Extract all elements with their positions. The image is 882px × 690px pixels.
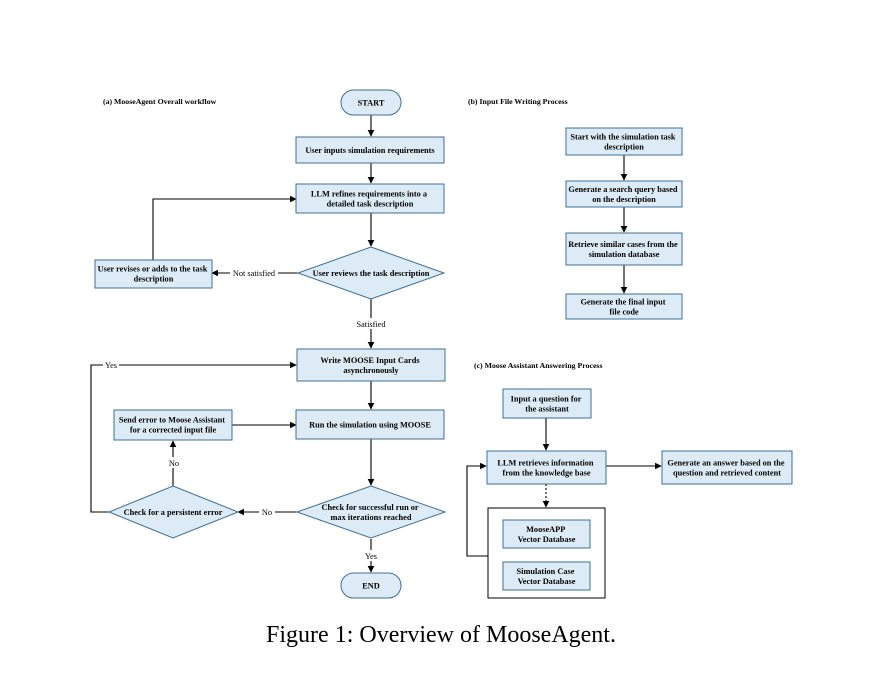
- user-reviews-label: User reviews the task description: [313, 269, 430, 278]
- satisfied-label: Satisfied: [356, 320, 386, 329]
- svg-text:LLM refines requirements into: LLM refines requirements into a detailed…: [311, 190, 429, 209]
- check-success-label-line2: max iterations reached: [331, 513, 412, 522]
- svg-text:Generate the final input: Generate the final input file code: [580, 298, 667, 317]
- end-node: END: [340, 572, 402, 599]
- no-left-label: No: [262, 508, 272, 517]
- svg-text:User revises or adds to the ta: User revises or adds to the task descrip…: [98, 265, 210, 284]
- c-mooseapp-node: MooseAPP Vector Database: [502, 519, 591, 549]
- user-inputs-label: User inputs simulation requirements: [305, 146, 435, 155]
- end-label: END: [362, 582, 380, 591]
- yes-loop-label: Yes: [105, 361, 117, 370]
- b-generate-label-line1: Generate the final input: [580, 298, 665, 307]
- edge-persistent-to-write: [90, 361, 297, 513]
- section-label-a: (a) MooseAgent Overall workflow: [103, 97, 217, 106]
- svg-text:START: START: [358, 99, 385, 108]
- svg-text:Input a question for the: Input a question for the assistant: [511, 395, 584, 414]
- user-inputs-node: User inputs simulation requirements: [295, 136, 445, 164]
- figure-caption: Figure 1: Overview of MooseAgent.: [266, 622, 616, 648]
- svg-text:Generate an answer based on th: Generate an answer based on the question…: [667, 459, 786, 478]
- c-input-node: Input a question for the assistant: [502, 388, 592, 419]
- write-cards-label-line1: Write MOOSE Input Cards: [320, 356, 420, 365]
- send-error-node: Send error to Moose Assistant for a corr…: [113, 409, 233, 441]
- check-success-label-line1: Check for successful run or: [321, 503, 418, 512]
- svg-text:Simulation Case Vector D: Simulation Case Vector Database: [517, 567, 577, 586]
- svg-text:Check for successful run or: Check for successful run or max iteratio…: [321, 503, 420, 522]
- svg-text:Retrieve similar cases from th: Retrieve similar cases from the simulati…: [568, 240, 679, 259]
- llm-refines-label-line1: LLM refines requirements into a: [311, 190, 428, 199]
- llm-refines-node: LLM refines requirements into a detailed…: [295, 183, 445, 214]
- not-satisfied-label: Not satisfied: [233, 269, 276, 278]
- no-up-label: No: [169, 459, 179, 468]
- b-generate-label-line2: file code: [609, 308, 639, 317]
- start-node: START: [340, 89, 402, 116]
- check-persistent-node: Check for a persistent error: [107, 485, 240, 539]
- write-cards-node: Write MOOSE Input Cards asynchronously: [296, 348, 446, 382]
- c-mooseapp-label-line2: Vector Database: [518, 535, 576, 544]
- b-retrieve-label-line2: simulation database: [589, 250, 660, 259]
- svg-text:User reviews the task descript: User reviews the task description: [313, 269, 430, 278]
- user-revises-label-line1: User revises or adds to the task: [98, 265, 208, 274]
- write-cards-label-line2: asynchronously: [343, 366, 399, 375]
- c-llm-node: LLM retrieves information from the knowl…: [486, 450, 607, 485]
- satisfied-label-bg: [350, 318, 392, 329]
- b-retrieve-label-line1: Retrieve similar cases from the: [568, 240, 678, 249]
- no-up-label-bg: [166, 457, 182, 468]
- b-query-label-line2: on the description: [592, 195, 656, 204]
- b-query-label-line1: Generate a search query based: [568, 185, 677, 194]
- check-persistent-label: Check for a persistent error: [124, 508, 223, 517]
- check-success-node: Check for successful run or max iteratio…: [295, 485, 447, 539]
- c-answer-label-line2: question and retrieved content: [673, 469, 781, 478]
- send-error-label-line2: for a corrected input file: [130, 426, 217, 435]
- b-start-label-line2: description: [604, 143, 644, 152]
- c-simcase-node: Simulation Case Vector Database: [502, 561, 591, 591]
- c-input-label-line1: Input a question for: [511, 395, 582, 404]
- yes-end-label: Yes: [365, 552, 377, 561]
- c-simcase-label-line2: Vector Database: [518, 577, 576, 586]
- svg-text:Write MOOSE Input Cards: Write MOOSE Input Cards asynchronously: [320, 356, 421, 375]
- run-sim-label: Run the simulation using MOOSE: [309, 421, 431, 430]
- svg-text:LLM retrieves information: LLM retrieves information from the knowl…: [497, 459, 595, 478]
- no-left-label-bg: [259, 506, 275, 517]
- svg-text:Generate a search query based: Generate a search query based on the des…: [568, 185, 679, 204]
- c-simcase-label-line1: Simulation Case: [517, 567, 575, 576]
- c-answer-node: Generate an answer based on the question…: [661, 450, 793, 485]
- send-error-label-line1: Send error to Moose Assistant: [119, 416, 225, 425]
- svg-text:User inputs simulation require: User inputs simulation requirements: [305, 146, 435, 155]
- b-start-label-line1: Start with the simulation task: [570, 133, 675, 142]
- b-retrieve-node: Retrieve similar cases from the simulati…: [565, 232, 683, 266]
- svg-text:Start with the simulation task: Start with the simulation task descripti…: [570, 133, 677, 152]
- b-generate-node: Generate the final input file code: [565, 293, 683, 320]
- edge-revise-to-refine: [152, 195, 297, 260]
- run-sim-node: Run the simulation using MOOSE: [295, 409, 445, 440]
- user-revises-label-line2: description: [134, 275, 174, 284]
- edge-c-db-to-llm: [466, 462, 488, 557]
- user-revises-node: User revises or adds to the task descrip…: [94, 259, 213, 289]
- svg-text:MooseAPP Vector Database: MooseAPP Vector Database: [518, 525, 576, 544]
- svg-text:Send error to Moose Assistant: Send error to Moose Assistant for a corr…: [119, 416, 227, 435]
- panel-c-edges: [466, 418, 662, 557]
- section-label-c: (c) Moose Assistant Answering Process: [474, 361, 603, 370]
- not-satisfied-label-bg: [230, 267, 278, 278]
- llm-refines-label-line2: detailed task description: [327, 200, 414, 209]
- c-mooseapp-label-line1: MooseAPP: [526, 525, 565, 534]
- c-input-label-line2: the assistant: [525, 405, 569, 414]
- c-llm-label-line1: LLM retrieves information: [497, 459, 594, 468]
- c-answer-label-line1: Generate an answer based on the: [667, 459, 784, 468]
- yes-end-label-bg: [362, 550, 380, 561]
- b-query-node: Generate a search query based on the des…: [565, 180, 683, 208]
- svg-text:Run the simulation using MOOSE: Run the simulation using MOOSE: [309, 421, 431, 430]
- start-label: START: [358, 99, 385, 108]
- section-label-b: (b) Input File Writing Process: [468, 97, 568, 106]
- svg-text:Check for a persistent error: Check for a persistent error: [124, 508, 223, 517]
- c-llm-label-line2: from the knowledge base: [502, 469, 590, 478]
- svg-text:END: END: [362, 582, 380, 591]
- user-reviews-node: User reviews the task description: [296, 246, 446, 300]
- b-start-node: Start with the simulation task descripti…: [565, 127, 683, 156]
- yes-loop-label-bg: [103, 359, 119, 370]
